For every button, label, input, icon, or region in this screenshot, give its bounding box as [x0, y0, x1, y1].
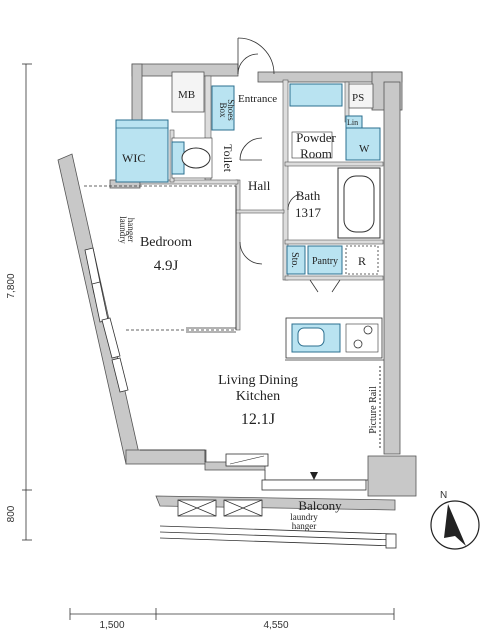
- balcony-rail: [159, 525, 397, 549]
- dim-height-balcony: 800: [6, 505, 17, 522]
- label-bath-1: Bath: [296, 188, 321, 203]
- dim-width-left: 1,500: [99, 620, 124, 631]
- label-shoes: Shoes: [226, 99, 236, 121]
- kitchen-counter: [285, 317, 383, 359]
- label-balcony: Balcony: [298, 498, 342, 513]
- refrigerator-box: [345, 245, 379, 275]
- entry-arrow-icon: [310, 472, 318, 480]
- balcony-sliding-door: [261, 479, 367, 491]
- dim-height-main: 7,800: [6, 273, 17, 298]
- pantry-box: [307, 245, 343, 275]
- label-living-1: Living Dining: [218, 373, 298, 388]
- label-toilet: Toilet: [221, 144, 235, 172]
- dimension-lines: [22, 63, 395, 620]
- label-bedroom: Bedroom: [140, 235, 192, 250]
- washing-machine: [345, 115, 381, 161]
- left-windows: [84, 247, 129, 393]
- balcony-units: [177, 499, 263, 517]
- bathtub: [337, 167, 381, 239]
- doors: [186, 37, 341, 333]
- compass-label: N: [440, 490, 447, 501]
- storage-box: [286, 245, 306, 275]
- dim-width-right: 4,550: [263, 620, 288, 631]
- label-powder-1: Powder: [296, 130, 336, 145]
- label-balcony-hanger-2: hanger: [292, 521, 317, 531]
- label-wic: WIC: [122, 151, 145, 165]
- entrance-storage: [289, 83, 343, 107]
- label-ps: PS: [352, 92, 364, 104]
- floor-lines: [84, 185, 384, 481]
- label-balcony-hanger-1: laundry: [290, 512, 318, 522]
- shoes-box: [211, 85, 235, 131]
- label-living-area: 12.1J: [241, 411, 275, 428]
- label-bedroom-area: 4.9J: [154, 258, 179, 274]
- label-box: Box: [218, 102, 228, 118]
- north-compass-icon: N: [430, 490, 480, 550]
- label-lin: Lin: [347, 118, 358, 127]
- interior-walls: [139, 75, 384, 331]
- label-storage: Sto.: [289, 252, 300, 268]
- label-bedroom-hanger-2: hanger: [126, 218, 136, 243]
- label-entrance: Entrance: [238, 93, 277, 105]
- label-refrigerator: R: [358, 254, 366, 268]
- label-wm: W: [359, 143, 370, 155]
- label-bedroom-hanger-1: laundry: [118, 216, 128, 244]
- ps-box: [348, 83, 374, 109]
- label-bath-2: 1317: [295, 205, 322, 220]
- label-hall: Hall: [248, 178, 271, 193]
- wic-area: [115, 119, 169, 183]
- label-powder-2: Room: [300, 146, 332, 161]
- label-pantry: Pantry: [312, 256, 338, 267]
- label-mb: MB: [178, 89, 195, 101]
- mb-box: [171, 71, 205, 113]
- label-living-2: Kitchen: [236, 389, 280, 404]
- label-picture-rail: Picture Rail: [368, 386, 379, 434]
- powder-basin: [291, 131, 333, 159]
- room-labels: MB PS Shoes Box Entrance Powder Room Lin…: [118, 89, 379, 531]
- toilet-fixture: [171, 137, 213, 179]
